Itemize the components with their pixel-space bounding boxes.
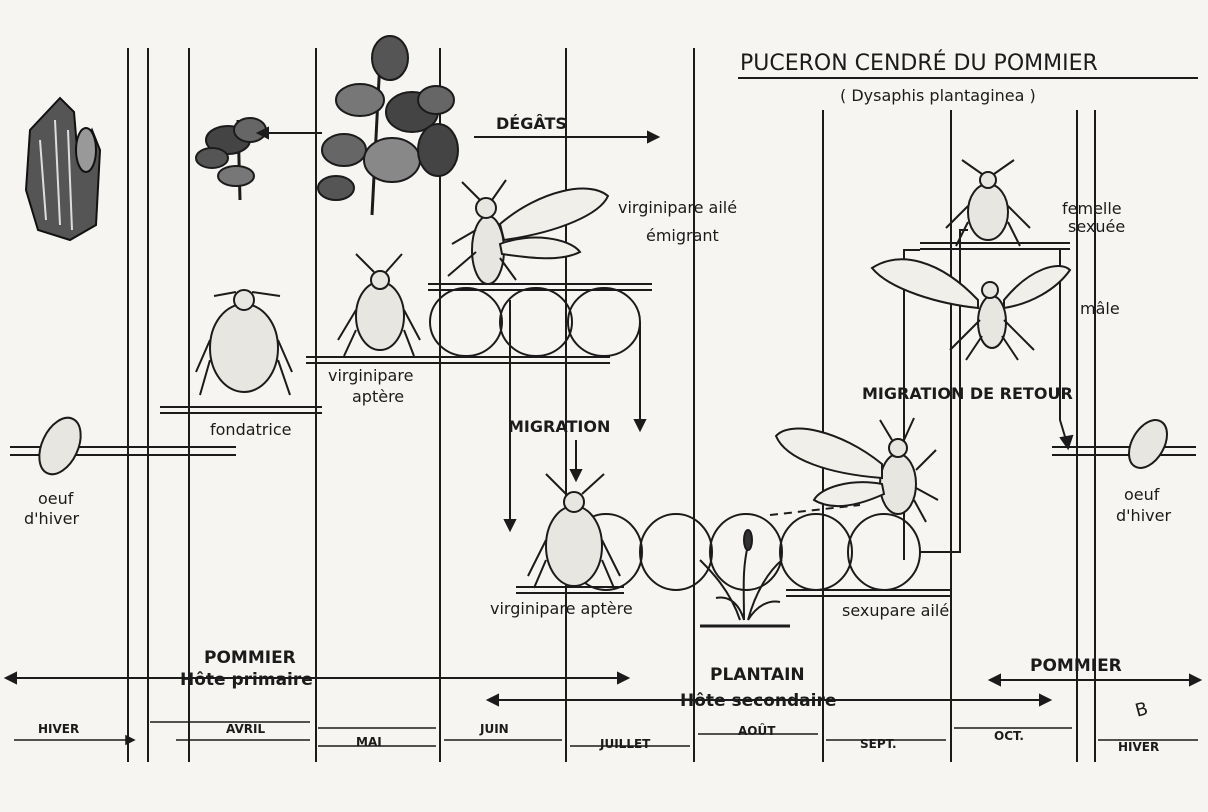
fondatrice-aphid [196,290,292,395]
pommier-left-label: POMMIER [204,648,296,668]
generation-loops-upper [430,288,645,530]
oeuf-left-label: oeuf [38,489,74,508]
dhiver-left-label: d'hiver [24,509,79,528]
hote-primaire-label: Hôte primaire [180,670,313,690]
tree-bark-illustration [26,98,100,240]
month-aout: AOÛT [738,723,776,738]
dhiver-right-label: d'hiver [1116,506,1171,525]
sexupare-aile-label: sexupare ailé [842,601,949,620]
virginipare-aptere-aphid [338,254,420,356]
degats-label: DÉGÂTS [496,114,567,133]
artist-signature: B [1133,698,1150,721]
month-juillet: JUILLET [599,737,651,751]
migration-arrow-head [571,470,581,480]
virginipare-aptere-plantain-aphid [528,474,620,588]
degats-arrow-head [648,132,658,142]
sexupare-aile-aphid [776,418,938,522]
femelle-sexuee-aphid [946,160,1030,246]
virginipare-aile-emigrant-aphid [448,180,608,284]
hote-secondaire-label: Hôte secondaire [680,691,836,711]
male-label: mâle [1080,299,1120,318]
month-oct: OCT. [994,729,1024,743]
diagram-subtitle: ( Dysaphis plantaginea ) [840,86,1036,105]
diagram-title: PUCERON CENDRÉ DU POMMIER [740,50,1098,76]
fondatrice-label: fondatrice [210,420,291,439]
virginipare-aile-label: virginipare ailé [618,198,737,217]
male-aphid [872,259,1070,360]
migration-retour-label: MIGRATION DE RETOUR [862,384,1073,403]
month-sept: SEPT. [860,737,897,751]
month-juin: JUIN [479,722,509,736]
oeuf-right-label: oeuf [1124,485,1160,504]
curled-leaves-small [196,118,266,200]
plantain-label: PLANTAIN [710,665,805,685]
month-hiver-left: HIVER [38,722,79,736]
month-mai: MAI [356,735,382,749]
sexuee-label: sexuée [1068,217,1125,236]
migration-label: MIGRATION [508,417,610,436]
winter-egg-right [1121,413,1175,474]
month-avril: AVRIL [226,722,265,736]
femelle-label: femelle [1062,199,1122,218]
emigrant-label: émigrant [646,226,719,245]
pommier-right-label: POMMIER [1030,656,1122,676]
month-hiver-right: HIVER [1118,740,1159,754]
virginipare-aptere-bottom-label: virginipare aptère [490,599,633,618]
virginipare-label: virginipare [328,366,413,385]
plantain-plant [700,530,790,626]
curled-leaves-large [318,36,458,215]
aptere-label: aptère [352,387,404,406]
